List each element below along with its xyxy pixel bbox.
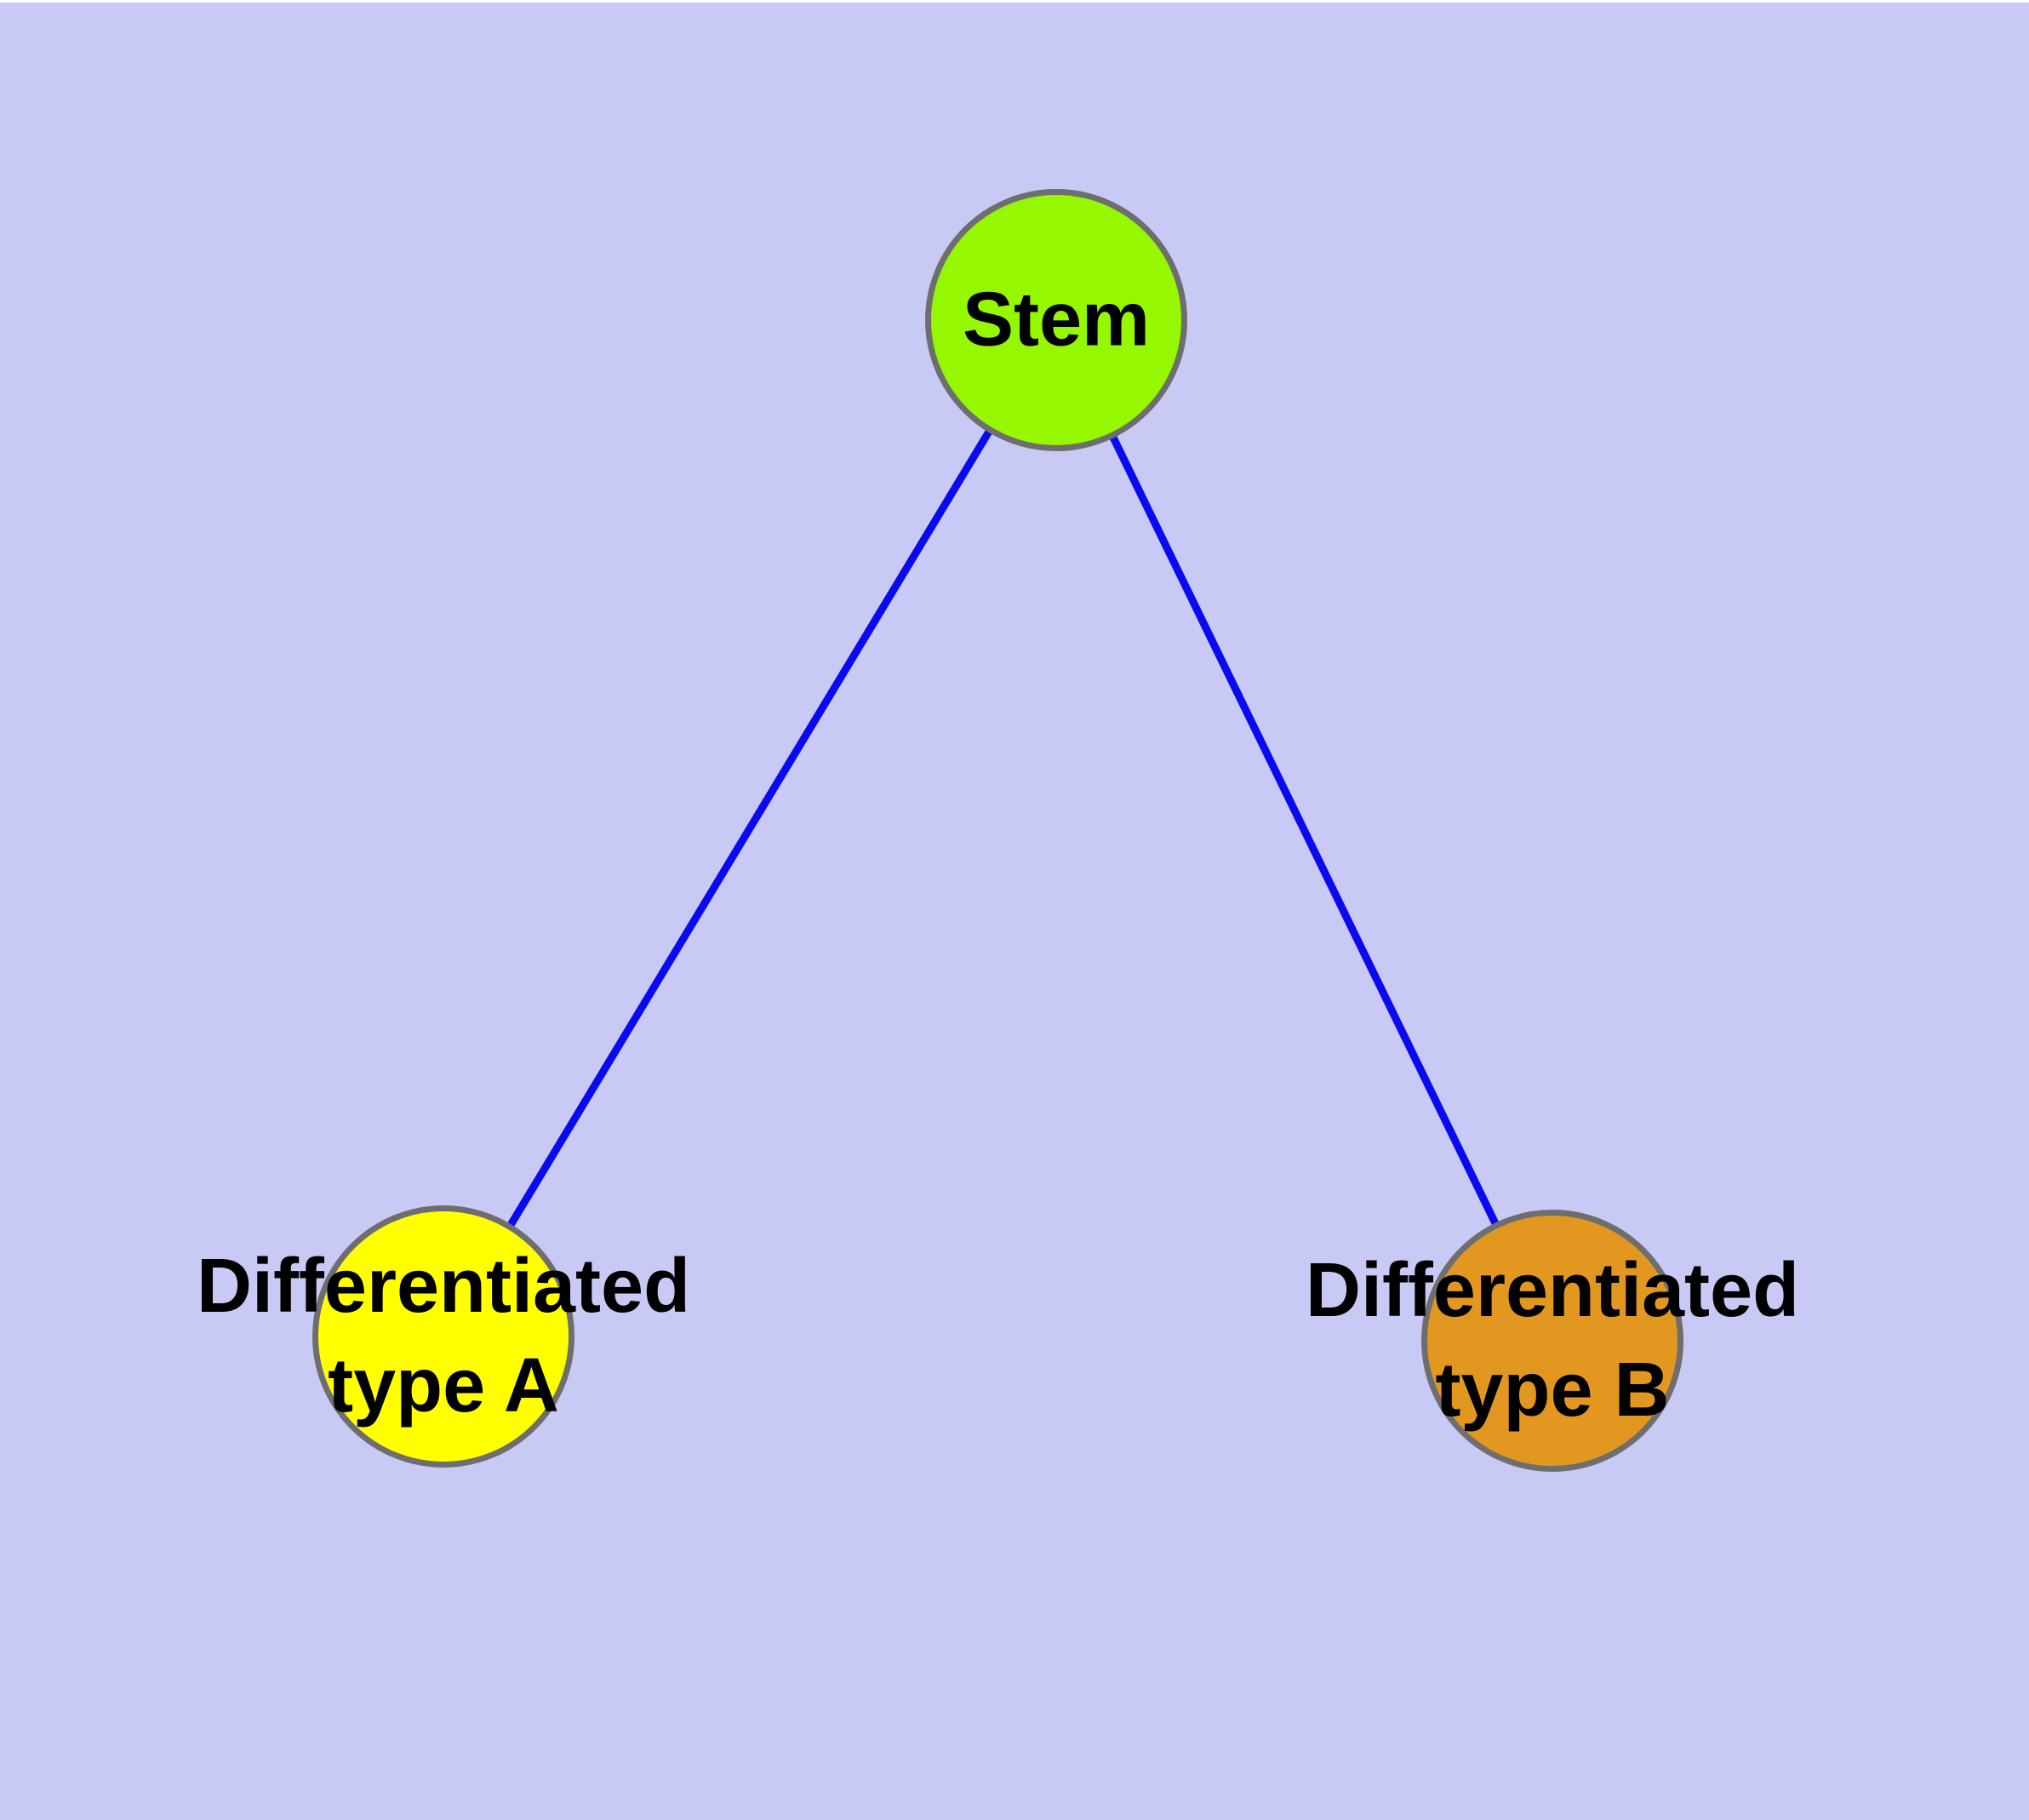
differentiated-type-a-node-label: Differentiated type A	[197, 1237, 690, 1436]
type-a-label-line-2: type A	[328, 1343, 559, 1428]
differentiated-type-b-node-circle	[1421, 1210, 1683, 1472]
stem-node-label: Stem	[963, 271, 1150, 370]
differentiated-type-a-node-circle	[312, 1205, 574, 1468]
type-b-label-line-1: Differentiated	[1305, 1248, 1800, 1333]
edge-stem-to-differentiated-type-b	[1052, 318, 1557, 1342]
stem-label-line: Stem	[962, 277, 1151, 363]
type-b-label-line-2: type B	[1435, 1348, 1670, 1433]
stem-node-circle	[925, 189, 1187, 451]
top-border-strip	[0, 0, 2029, 3]
type-a-label-line-1: Differentiated	[196, 1244, 691, 1329]
differentiated-type-b-node-label: Differentiated type B	[1306, 1241, 1799, 1440]
edge-stem-to-differentiated-type-a	[440, 318, 1060, 1339]
